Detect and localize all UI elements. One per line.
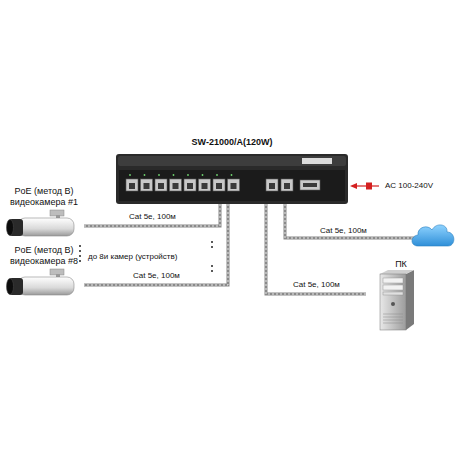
pc-node: ПК [366,258,436,332]
pc-tower-icon [366,270,436,332]
cable-label: Cat 5e, 100м [291,280,342,290]
camera-icon [4,267,84,301]
cable-label: Cat 5e, 100м [131,271,182,281]
cable-label: Cat 5e, 100м [127,212,178,222]
camera-node: PoE (метод В) видеокамера #1 [4,186,84,242]
cable-connector [266,204,366,294]
free-label: Cat 5e, 100м [318,226,369,236]
node-label: PoE (метод В) видеокамера #8 [4,245,84,267]
node-label: SW-21000/A(120W) [116,136,348,148]
cable-connector [84,204,220,226]
internet-cloud [412,225,454,246]
power-arrow [350,183,379,190]
camera-node: PoE (метод В) видеокамера #8 [4,245,84,301]
switch-node: SW-21000/A(120W) [116,136,348,204]
switch-body [116,154,348,204]
node-label: PoE (метод В) видеокамера #1 [4,186,84,208]
camera-icon [4,208,84,242]
node-label: ПК [366,258,436,270]
free-label: до 8и камер (устройств) [86,252,179,262]
continuation-dots [79,241,213,272]
free-label: AC 100-240V [383,181,435,191]
cable-connector [84,204,228,285]
